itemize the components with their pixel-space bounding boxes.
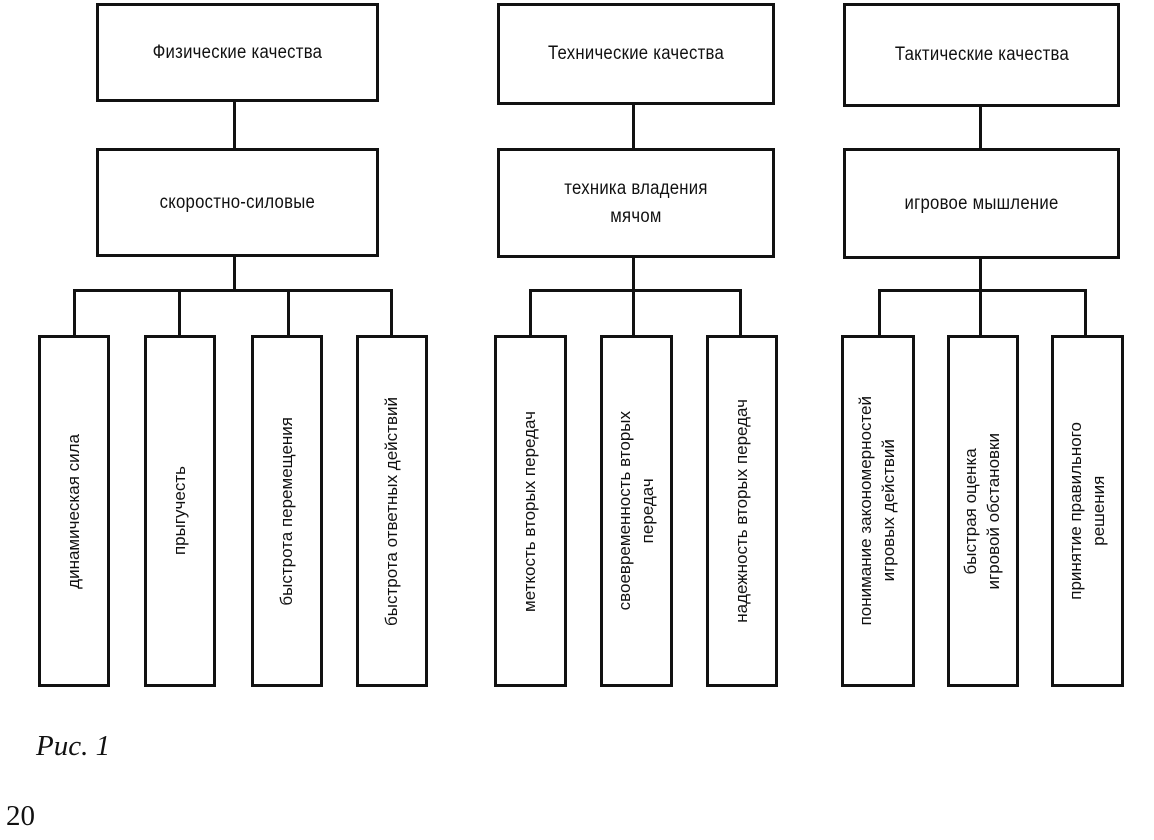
- connector: [529, 289, 532, 337]
- leaf-label-pass-accuracy: меткость вторых передач: [520, 410, 540, 612]
- connector: [73, 289, 76, 337]
- page-number: 20: [6, 800, 35, 832]
- leaf-label-quick-assessment: быстрая оценка игровой обстановки: [961, 432, 1003, 590]
- connector: [1084, 289, 1087, 337]
- mid-box-speed-strength: скоростно-силовые: [96, 148, 379, 257]
- leaf-box-pass-reliability: надежность вторых передач: [706, 335, 778, 687]
- leaf-label-pass-reliability: надежность вторых передач: [731, 399, 751, 623]
- connector: [878, 289, 881, 337]
- leaf-label-pattern-understanding: понимание закономерностей игровых действ…: [856, 396, 898, 626]
- leaf-box-pattern-understanding: понимание закономерностей игровых действ…: [841, 335, 915, 687]
- connector: [632, 257, 635, 291]
- connector: [979, 258, 982, 291]
- mid-label-ball-technique: техника владения мячом: [564, 178, 708, 227]
- connector: [390, 289, 393, 337]
- leaf-label-dynamic-strength: динамическая сила: [63, 433, 83, 589]
- leaf-label-jumping: прыгучесть: [169, 466, 189, 556]
- top-label-technical: Технические качества: [547, 43, 725, 65]
- leaf-label-movement-speed: быстрота перемещения: [276, 416, 296, 606]
- top-box-technical: Технические качества: [497, 3, 775, 105]
- leaf-box-quick-assessment: быстрая оценка игровой обстановки: [947, 335, 1019, 687]
- mid-box-ball-technique: техника владения мячом: [497, 148, 775, 258]
- leaf-box-movement-speed: быстрота перемещения: [251, 335, 323, 687]
- connector: [287, 289, 290, 337]
- connector: [233, 101, 236, 149]
- top-label-tactical: Тактические качества: [894, 44, 1069, 66]
- figure-caption: Рис. 1: [36, 730, 111, 762]
- leaf-label-response-speed: быстрота ответных действий: [381, 396, 401, 626]
- leaf-box-dynamic-strength: динамическая сила: [38, 335, 110, 687]
- connector: [739, 289, 742, 337]
- leaf-box-right-decision: принятие правильного решения: [1051, 335, 1124, 687]
- connector: [632, 289, 635, 337]
- leaf-box-pass-timeliness: своевременность вторых передач: [600, 335, 673, 687]
- top-box-physical: Физические качества: [96, 3, 379, 102]
- leaf-box-pass-accuracy: меткость вторых передач: [494, 335, 567, 687]
- mid-label-game-thinking: игровое мышление: [904, 192, 1059, 214]
- mid-label-speed-strength: скоростно-силовые: [159, 191, 316, 213]
- top-label-physical: Физические качества: [152, 41, 323, 63]
- connector: [979, 106, 982, 150]
- leaf-box-response-speed: быстрота ответных действий: [356, 335, 428, 687]
- connector: [632, 104, 635, 150]
- leaf-label-pass-timeliness: своевременность вторых передач: [614, 411, 657, 611]
- mid-box-game-thinking: игровое мышление: [843, 148, 1120, 259]
- bracket-bar: [529, 289, 742, 292]
- connector: [178, 289, 181, 337]
- connector: [979, 289, 982, 337]
- top-box-tactical: Тактические качества: [843, 3, 1120, 107]
- connector: [233, 256, 236, 291]
- leaf-box-jumping: прыгучесть: [144, 335, 216, 687]
- bracket-bar: [878, 289, 1087, 292]
- leaf-label-right-decision: принятие правильного решения: [1065, 422, 1108, 600]
- bracket-bar: [73, 289, 393, 292]
